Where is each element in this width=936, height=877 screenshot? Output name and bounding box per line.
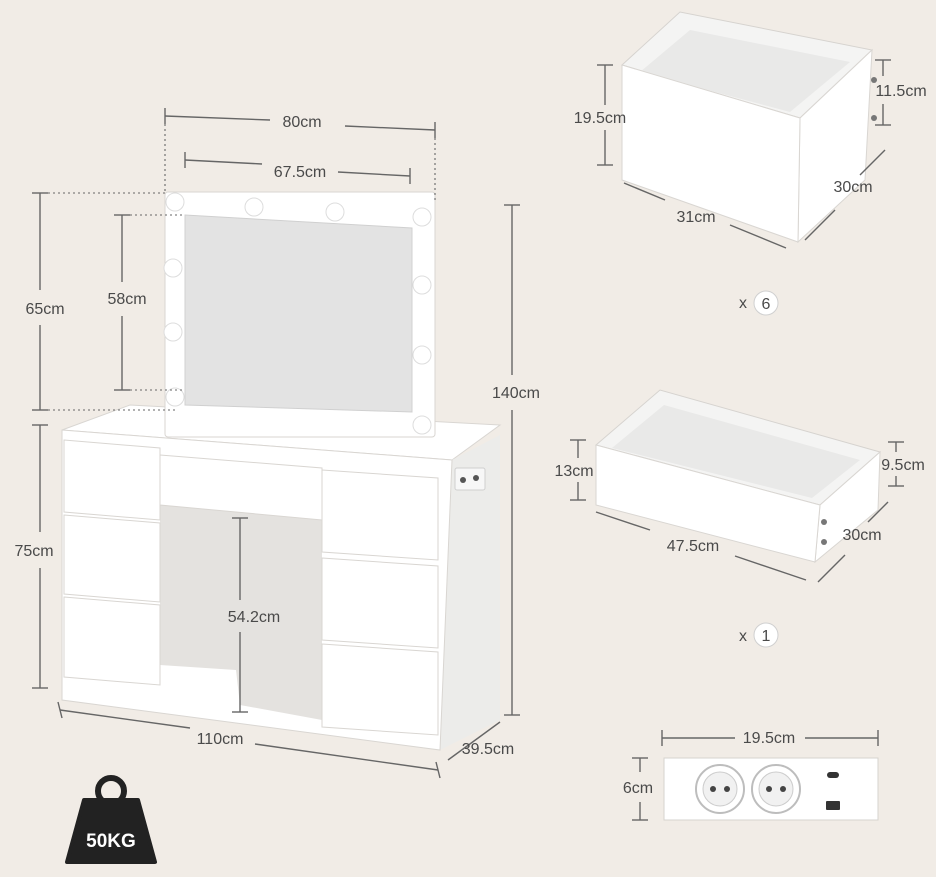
left-drawer-1 <box>63 439 161 521</box>
large-drawer-count-prefix: x <box>739 628 747 645</box>
mirror-bulb <box>325 202 345 222</box>
mirror-bulb <box>165 192 185 212</box>
desk-side-panel <box>440 435 500 750</box>
small-drawer-dimension-lines <box>597 59 891 249</box>
large-drawer-depth: 30cm <box>842 527 881 544</box>
small-drawer-interior <box>640 30 850 112</box>
dim-knee-height: 54.2cm <box>228 609 280 626</box>
large-drawer-dimension-lines <box>570 439 904 583</box>
mirror-glass <box>184 214 413 413</box>
small-drawer-inner-height: 11.5cm <box>875 83 926 100</box>
socket-strip-width: 19.5cm <box>743 730 795 747</box>
dim-mirror-outer-height: 65cm <box>25 301 64 318</box>
large-drawer-inner-height: 9.5cm <box>881 457 925 474</box>
large-drawer-width: 47.5cm <box>667 538 719 555</box>
dim-desk-width: 110cm <box>197 731 244 748</box>
weight-badge: 50KG <box>65 775 157 864</box>
large-drawer-interior <box>612 405 860 498</box>
large-drawer-illustration <box>594 389 882 564</box>
socket-strip-dimension-lines <box>632 730 879 821</box>
small-drawer-count-badge <box>753 290 779 316</box>
small-drawer-width: 31cm <box>676 209 715 226</box>
weight-label: 50KG <box>86 831 136 852</box>
small-drawer-count-prefix: x <box>739 295 747 312</box>
small-drawer-depth: 30cm <box>833 179 872 196</box>
dim-mirror-width: 67.5cm <box>274 164 326 181</box>
right-drawer-3 <box>321 643 439 736</box>
mirror-bulb <box>165 387 185 407</box>
socket-strip-height: 6cm <box>623 780 653 797</box>
mirror-bulb <box>412 345 432 365</box>
small-drawer-height: 19.5cm <box>574 110 626 127</box>
small-drawer-illustration <box>621 11 877 244</box>
usb-a-port <box>826 801 840 810</box>
large-drawer-height: 13cm <box>554 463 593 480</box>
mirror-bulb <box>244 197 264 217</box>
mirror-bulb <box>163 322 183 342</box>
large-drawer-count: 1 <box>762 628 771 645</box>
vanity-table-illustration <box>61 191 502 751</box>
side-socket-hole <box>460 477 466 483</box>
small-drawer-count: 6 <box>762 296 771 313</box>
mirror-bulb <box>163 258 183 278</box>
dim-desk-depth: 39.5cm <box>462 741 514 758</box>
socket-strip-illustration <box>663 757 879 821</box>
side-socket <box>454 467 486 491</box>
usb-c-port <box>827 772 839 778</box>
left-drawer-2 <box>63 514 161 603</box>
mirror-bulb <box>412 207 432 227</box>
dim-total-height: 140cm <box>492 385 540 402</box>
mirror-bulb <box>412 275 432 295</box>
right-drawer-2 <box>321 557 439 649</box>
side-socket-hole <box>473 475 479 481</box>
mirror-bulb <box>412 415 432 435</box>
small-drawer-front <box>621 64 801 243</box>
dim-total-width: 80cm <box>282 114 321 131</box>
left-drawer-3 <box>63 596 161 686</box>
right-drawer-1 <box>321 469 439 561</box>
dim-desk-height: 75cm <box>14 543 53 560</box>
dim-mirror-inner-height: 58cm <box>107 291 146 308</box>
large-drawer-front <box>595 444 821 563</box>
weight-icon <box>65 798 157 864</box>
large-drawer-count-badge <box>753 622 779 648</box>
knee-opening <box>160 505 322 720</box>
vanity-dimension-lines <box>32 108 520 779</box>
